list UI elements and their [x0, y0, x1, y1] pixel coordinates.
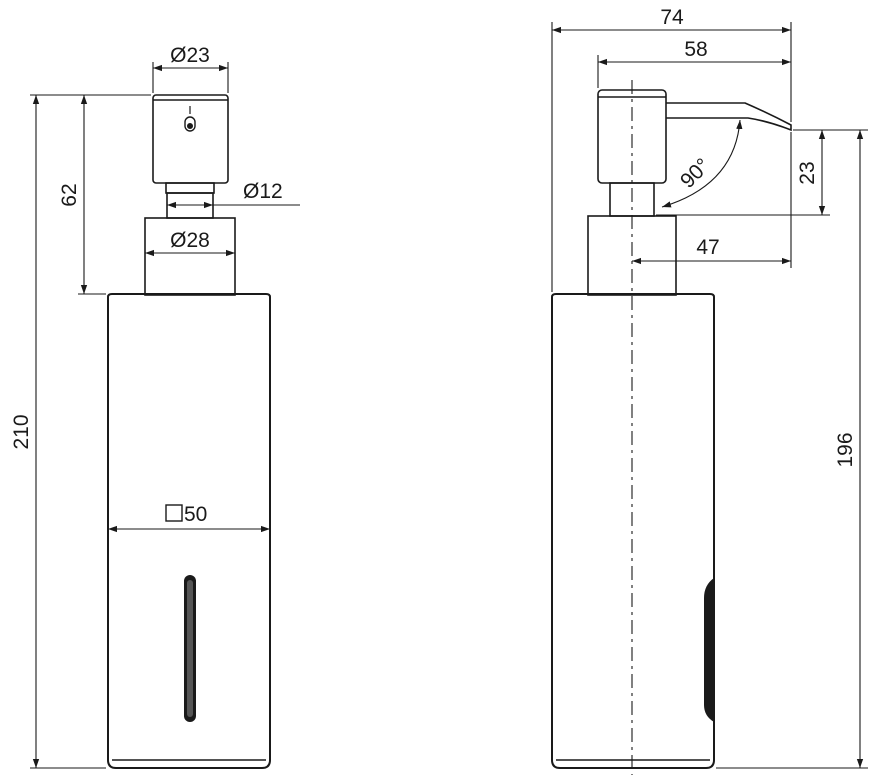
- dim-spout-angle: 90°: [661, 119, 743, 208]
- dim-spout-reach: 58: [597, 38, 791, 88]
- side-bottle-body: [551, 293, 715, 769]
- label-outlet-offset: 47: [696, 236, 719, 259]
- bottle-body: [107, 293, 271, 769]
- label-collar-diameter: Ø28: [170, 229, 210, 252]
- dim-head-diameter: Ø23: [152, 44, 229, 93]
- label-spout-reach: 58: [684, 38, 707, 61]
- label-spout-drop: 23: [796, 161, 819, 184]
- label-body-width: 50: [184, 503, 207, 526]
- label-total-height: 210: [10, 414, 33, 449]
- dim-pump-height: 62: [58, 94, 151, 295]
- dim-body-width: 50: [108, 503, 270, 533]
- side-level-window: [704, 578, 714, 722]
- label-spout-angle: 90°: [676, 154, 715, 193]
- dim-total-height: 210: [10, 94, 106, 769]
- dim-overall-depth: 74: [551, 6, 792, 292]
- dim-outlet-offset: 47: [632, 132, 792, 268]
- pump-neck: [165, 182, 215, 194]
- lock-indicator-icon: [184, 106, 196, 132]
- dim-spout-drop: 23: [656, 129, 868, 216]
- side-view: 74 58 90° 23 47 196: [551, 6, 868, 775]
- label-overall-depth: 74: [660, 6, 684, 29]
- label-head-diameter: Ø23: [170, 44, 210, 67]
- dim-collar-diameter: Ø28: [145, 229, 235, 257]
- front-view: Ø23 Ø12 Ø28 62 210: [10, 44, 300, 769]
- label-pump-height: 62: [58, 183, 81, 206]
- label-stem-diameter: Ø12: [243, 180, 283, 203]
- dim-stem-diameter: Ø12: [167, 180, 300, 209]
- square-symbol-icon: [165, 504, 183, 522]
- dim-outlet-height: 196: [716, 130, 868, 769]
- spout: [666, 102, 792, 132]
- label-outlet-height: 196: [834, 432, 857, 467]
